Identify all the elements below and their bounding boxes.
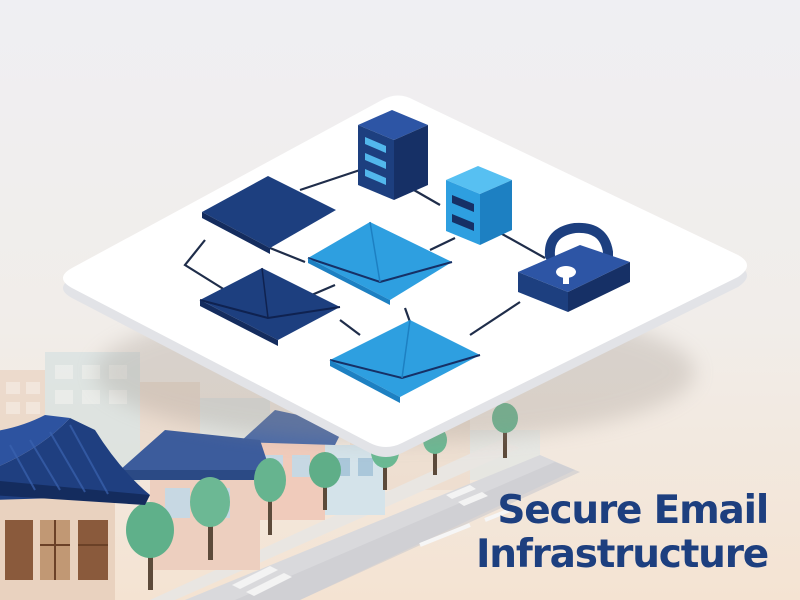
envelope-icon — [307, 221, 453, 305]
tree-icon — [309, 452, 341, 510]
envelope-icon — [199, 267, 341, 346]
lock-icon — [518, 222, 630, 312]
tree-icon — [126, 502, 174, 590]
tree-icon — [254, 458, 286, 535]
envelope-icon — [329, 319, 481, 403]
page-title-line-1: Secure Email — [497, 488, 769, 533]
page-title-line-2: Infrastructure — [475, 532, 769, 577]
server-icon — [446, 166, 512, 245]
folder-icon — [202, 176, 336, 254]
hanok-house — [0, 415, 150, 600]
hanok-roof-icon — [0, 418, 150, 500]
tree-icon — [190, 477, 230, 560]
server-icon — [358, 110, 428, 200]
